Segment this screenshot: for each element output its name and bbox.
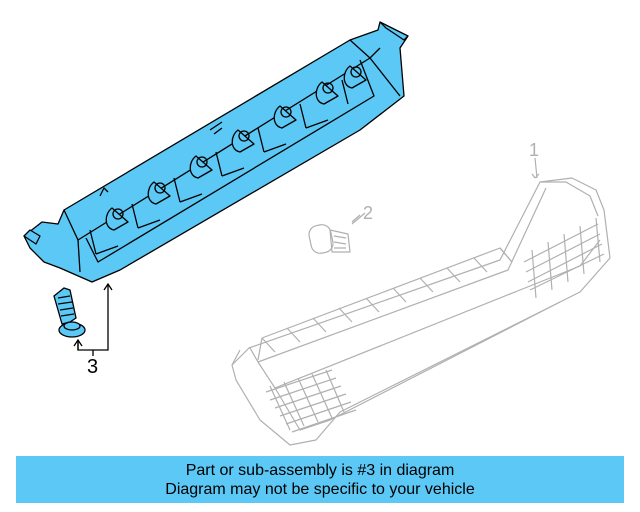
- info-banner: Part or sub-assembly is #3 in diagram Di…: [16, 456, 624, 503]
- callout-label-1: 1: [529, 140, 540, 160]
- bulb-faded: [308, 224, 351, 254]
- lamp-housing-highlighted: [23, 21, 409, 283]
- banner-line-part: Part or sub-assembly is #3 in diagram: [185, 461, 455, 479]
- callout-3-leader: [73, 282, 113, 356]
- callout-label-3: 3: [87, 356, 99, 378]
- lamp-assembly-faded: [231, 157, 611, 446]
- callout-label-2: 2: [363, 203, 374, 223]
- parts-diagram: [23, 21, 611, 446]
- banner-line-disclaimer: Diagram may not be specific to your vehi…: [165, 480, 475, 498]
- screw: [53, 287, 86, 338]
